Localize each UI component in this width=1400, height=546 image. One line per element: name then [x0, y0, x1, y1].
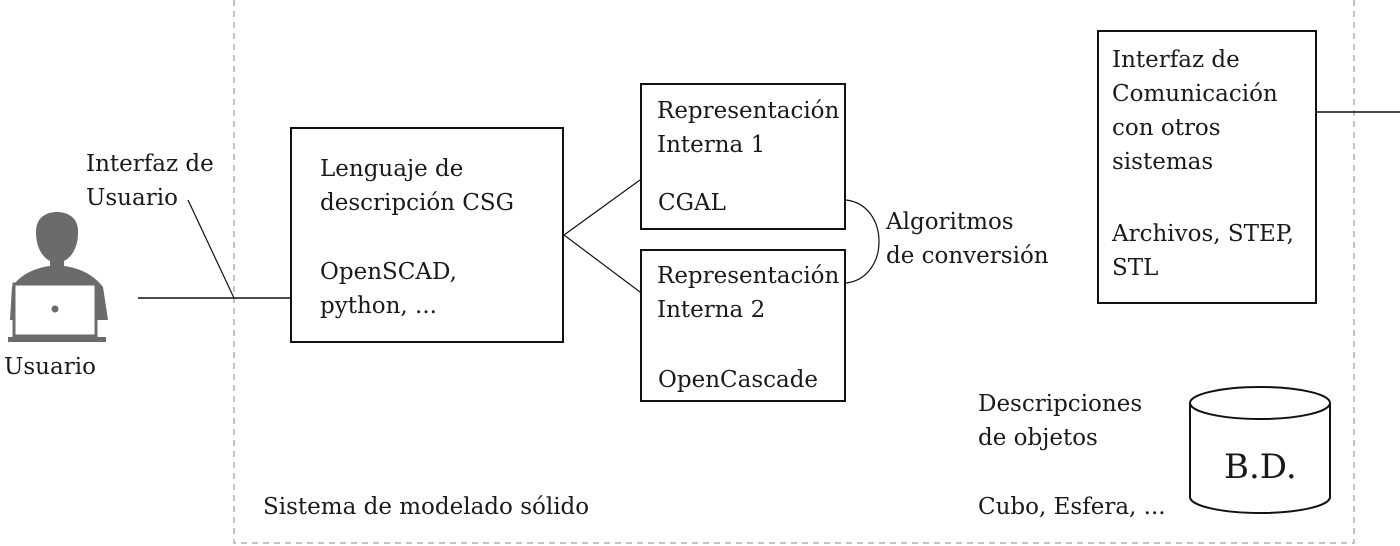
rep2-title-line2: Interna 2	[657, 297, 766, 323]
rep2-title-line1: Representación	[657, 263, 840, 289]
comm-title: Interfaz de Comunicación con otros siste…	[1112, 43, 1278, 179]
csg-to-rep1-connector	[563, 179, 641, 236]
csg-title-line1: Lenguaje de	[320, 156, 464, 182]
rep1-title: Representación Interna 1	[657, 94, 839, 162]
user-label: Usuario	[4, 354, 96, 380]
db-examples: Cubo, Esfera, ...	[978, 494, 1166, 520]
rep2-box	[640, 249, 846, 402]
comm-formats-line1: Archivos, STEP,	[1112, 221, 1294, 247]
interface-label: Interfaz de Usuario	[86, 147, 214, 215]
comm-formats-line2: STL	[1112, 255, 1159, 281]
db-description-line2: de objetos	[978, 425, 1098, 451]
csg-to-rep2-connector	[563, 234, 641, 293]
rep2-engine: OpenCascade	[658, 367, 819, 393]
conversion-label: Algoritmos de conversión	[886, 205, 1049, 273]
comm-formats: Archivos, STEP, STL	[1112, 217, 1294, 285]
db-description-line1: Descripciones	[978, 391, 1143, 417]
comm-title-line2: Comunicación	[1112, 81, 1278, 107]
conversion-label-line1: Algoritmos	[886, 209, 1014, 235]
csg-example-line2: python, ...	[320, 293, 437, 319]
rep1-box	[640, 83, 846, 230]
comm-title-line4: sistemas	[1112, 149, 1214, 175]
database-cylinder	[1189, 386, 1331, 514]
system-boundary	[233, 0, 1355, 544]
rep1-title-line1: Representación	[657, 98, 840, 124]
interface-label-line2: Usuario	[86, 185, 178, 211]
csg-examples: OpenSCAD, python, ...	[320, 255, 457, 323]
rep1-title-line2: Interna 1	[657, 132, 766, 158]
csg-title: Lenguaje de descripción CSG	[320, 152, 514, 220]
comm-box	[1097, 30, 1317, 304]
db-description: Descripciones de objetos	[978, 387, 1142, 455]
rep1-engine: CGAL	[658, 190, 726, 216]
comm-title-line3: con otros	[1112, 115, 1221, 141]
comm-title-line1: Interfaz de	[1112, 47, 1240, 73]
rep2-title: Representación Interna 2	[657, 259, 839, 327]
interface-pointer	[187, 199, 235, 299]
conversion-label-line2: de conversión	[886, 243, 1049, 269]
system-label: Sistema de modelado sólido	[263, 494, 590, 520]
conversion-connector	[845, 199, 880, 284]
interface-label-line1: Interfaz de	[86, 151, 214, 177]
db-label: B.D.	[1224, 447, 1297, 487]
csg-example-line1: OpenSCAD,	[320, 259, 457, 285]
csg-title-line2: descripción CSG	[320, 190, 515, 216]
person-laptop-icon	[8, 212, 108, 342]
csg-box	[290, 127, 564, 343]
